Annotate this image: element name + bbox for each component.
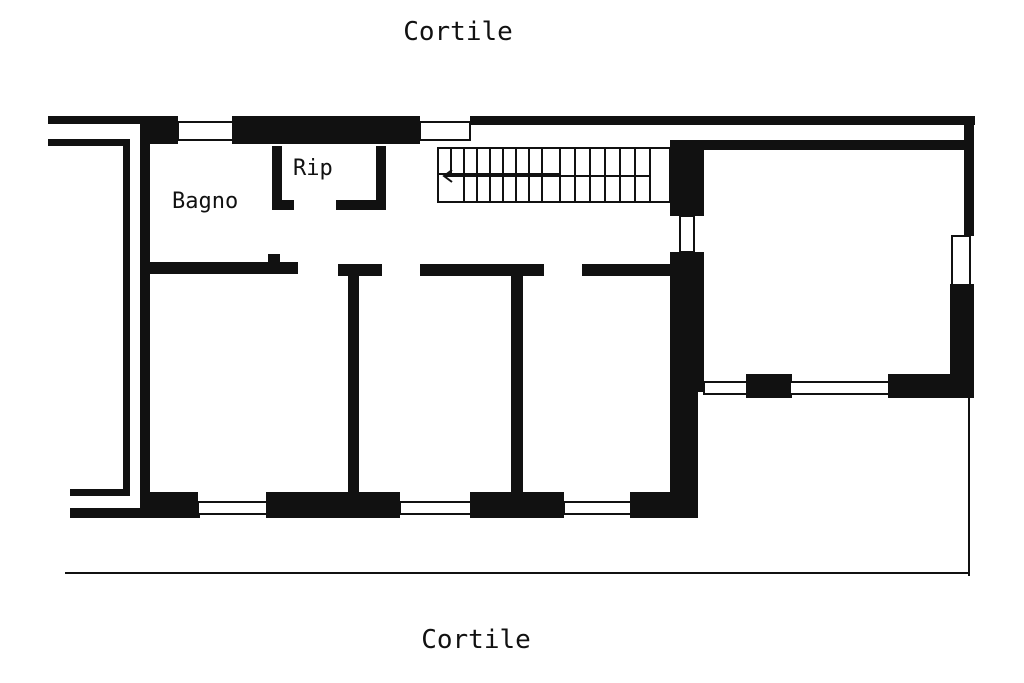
property-boundary xyxy=(65,396,970,576)
right-main-wall xyxy=(670,140,698,518)
window-top-center xyxy=(419,121,471,141)
staircase xyxy=(437,147,671,203)
bathroom-label: Bagno xyxy=(172,189,238,214)
window-annex-bottom-1 xyxy=(703,381,751,395)
courtyard-bottom-label: Cortile xyxy=(421,625,531,655)
top-exterior-wall xyxy=(140,116,975,144)
storage-label: Rip xyxy=(293,156,333,181)
window-bottom-3 xyxy=(563,501,633,515)
left-exterior-wall xyxy=(140,140,150,506)
door-right-passage xyxy=(679,215,695,253)
courtyard-top-label: Cortile xyxy=(403,17,513,47)
room-divider-right xyxy=(511,274,523,498)
window-annex-right xyxy=(951,235,971,287)
window-annex-bottom-2 xyxy=(789,381,891,395)
window-top-left xyxy=(177,121,235,141)
bottom-exterior-wall xyxy=(70,492,698,518)
bathroom-partitions xyxy=(272,146,386,210)
corridor-wall xyxy=(150,254,672,276)
left-boundary-wall xyxy=(48,116,178,496)
room-divider-left xyxy=(348,274,359,498)
window-bottom-1 xyxy=(197,501,269,515)
window-bottom-2 xyxy=(399,501,473,515)
annex-room-walls xyxy=(694,116,974,398)
